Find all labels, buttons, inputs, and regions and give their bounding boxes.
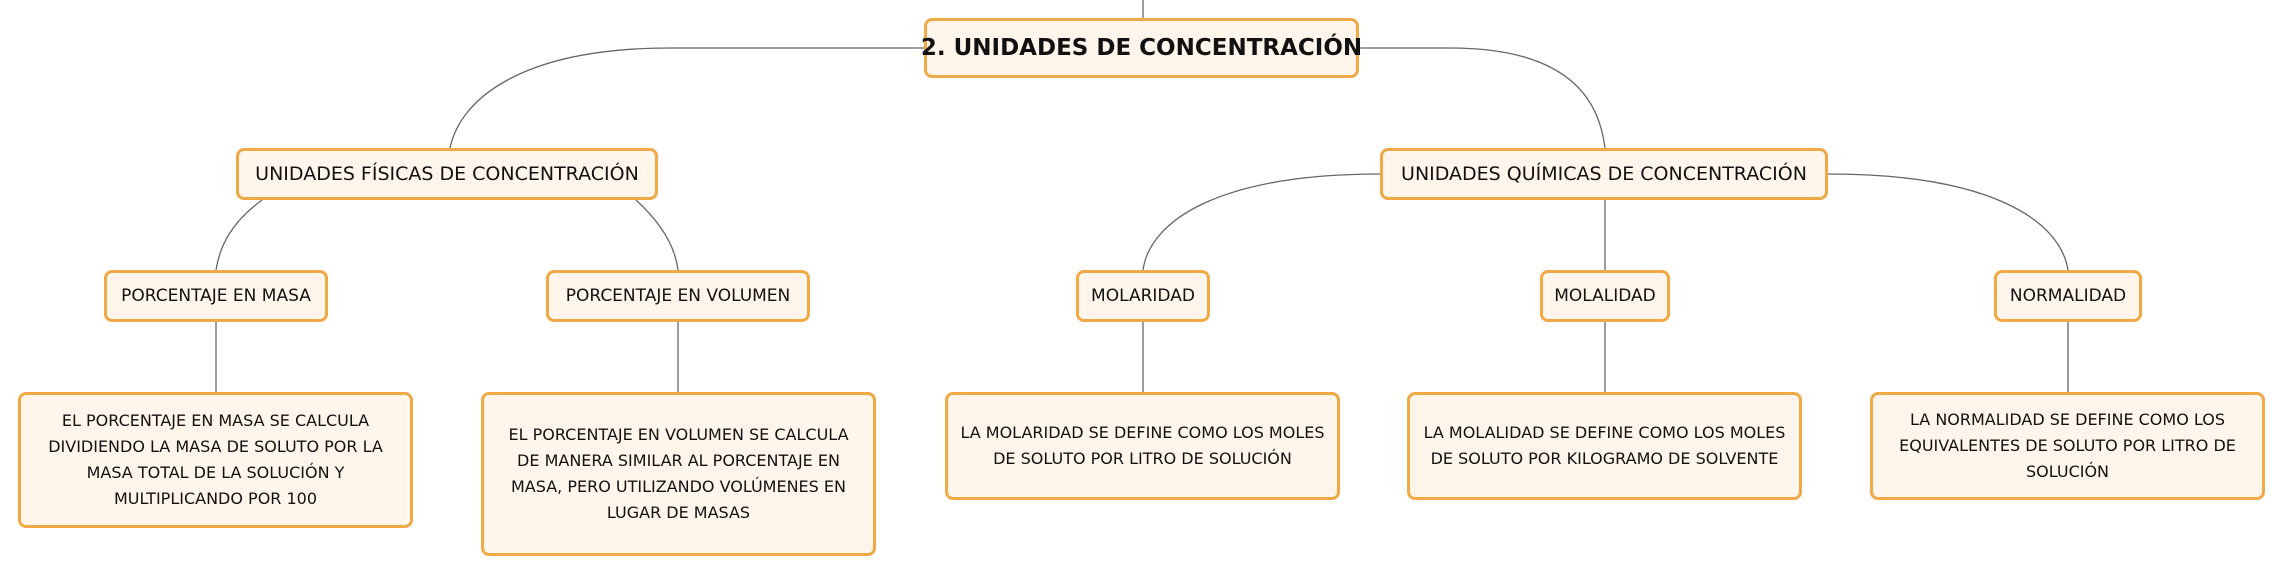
- volume-percentage-node[interactable]: PORCENTAJE EN VOLUMEN: [546, 270, 810, 322]
- molarity-description[interactable]: LA MOLARIDAD SE DEFINE COMO LOS MOLES DE…: [945, 392, 1340, 500]
- molarity-node[interactable]: MOLARIDAD: [1076, 270, 1210, 322]
- normality-label: NORMALIDAD: [2009, 286, 2127, 306]
- normality-node[interactable]: NORMALIDAD: [1994, 270, 2142, 322]
- molality-description[interactable]: LA MOLALIDAD SE DEFINE COMO LOS MOLES DE…: [1407, 392, 1802, 500]
- normality-description[interactable]: LA NORMALIDAD SE DEFINE COMO LOS EQUIVAL…: [1870, 392, 2265, 500]
- physical-units-label: UNIDADES FÍSICAS DE CONCENTRACIÓN: [255, 163, 639, 185]
- connector-chemical-normality: [1827, 173, 2069, 271]
- volume-percentage-label: PORCENTAJE EN VOLUMEN: [565, 286, 791, 306]
- connector-root-chemical: [1359, 47, 1606, 149]
- description-line: LA NORMALIDAD SE DEFINE COMO LOS: [1910, 410, 2225, 429]
- description-line: EQUIVALENTES DE SOLUTO POR LITRO DE: [1899, 436, 2236, 455]
- molality-label: MOLALIDAD: [1554, 286, 1656, 306]
- connector-root-physical: [449, 47, 924, 149]
- description-line: SOLUCIÓN: [2025, 462, 2110, 481]
- mass-percentage-node[interactable]: PORCENTAJE EN MASA: [104, 270, 328, 322]
- chemical-units-label: UNIDADES QUÍMICAS DE CONCENTRACIÓN: [1401, 163, 1807, 185]
- description-line: DIVIDIENDO LA MASA DE SOLUTO POR LA: [48, 437, 383, 456]
- connector-physical-mass: [215, 199, 263, 271]
- molarity-label: MOLARIDAD: [1091, 286, 1195, 306]
- description-line: DE MANERA SIMILAR AL PORCENTAJE EN: [517, 451, 840, 470]
- description-line: MULTIPLICANDO POR 100: [113, 489, 318, 508]
- description-line: DE SOLUTO POR KILOGRAMO DE SOLVENTE: [1430, 449, 1779, 468]
- description-line: LUGAR DE MASAS: [606, 503, 751, 522]
- root-node-label: 2. UNIDADES DE CONCENTRACIÓN: [920, 35, 1363, 61]
- description-line: EL PORCENTAJE EN MASA SE CALCULA: [61, 411, 370, 430]
- mass-percentage-description[interactable]: EL PORCENTAJE EN MASA SE CALCULA DIVIDIE…: [18, 392, 413, 528]
- description-line: MASA TOTAL DE LA SOLUCIÓN Y: [86, 463, 345, 482]
- connector-chemical-molarity: [1142, 173, 1381, 271]
- root-node[interactable]: 2. UNIDADES DE CONCENTRACIÓN: [920, 18, 1363, 78]
- chemical-units-node[interactable]: UNIDADES QUÍMICAS DE CONCENTRACIÓN: [1380, 148, 1828, 200]
- volume-percentage-description[interactable]: EL PORCENTAJE EN VOLUMEN SE CALCULA DE M…: [481, 392, 876, 556]
- physical-units-node[interactable]: UNIDADES FÍSICAS DE CONCENTRACIÓN: [236, 148, 658, 200]
- description-line: LA MOLALIDAD SE DEFINE COMO LOS MOLES: [1423, 423, 1786, 442]
- molality-node[interactable]: MOLALIDAD: [1540, 270, 1670, 322]
- description-line: EL PORCENTAJE EN VOLUMEN SE CALCULA: [508, 425, 849, 444]
- description-line: DE SOLUTO POR LITRO DE SOLUCIÓN: [993, 449, 1292, 468]
- description-line: MASA, PERO UTILIZANDO VOLÚMENES EN: [511, 477, 846, 496]
- connector-physical-volume: [635, 199, 679, 271]
- description-line: LA MOLARIDAD SE DEFINE COMO LOS MOLES: [960, 423, 1325, 442]
- mass-percentage-label: PORCENTAJE EN MASA: [121, 286, 311, 306]
